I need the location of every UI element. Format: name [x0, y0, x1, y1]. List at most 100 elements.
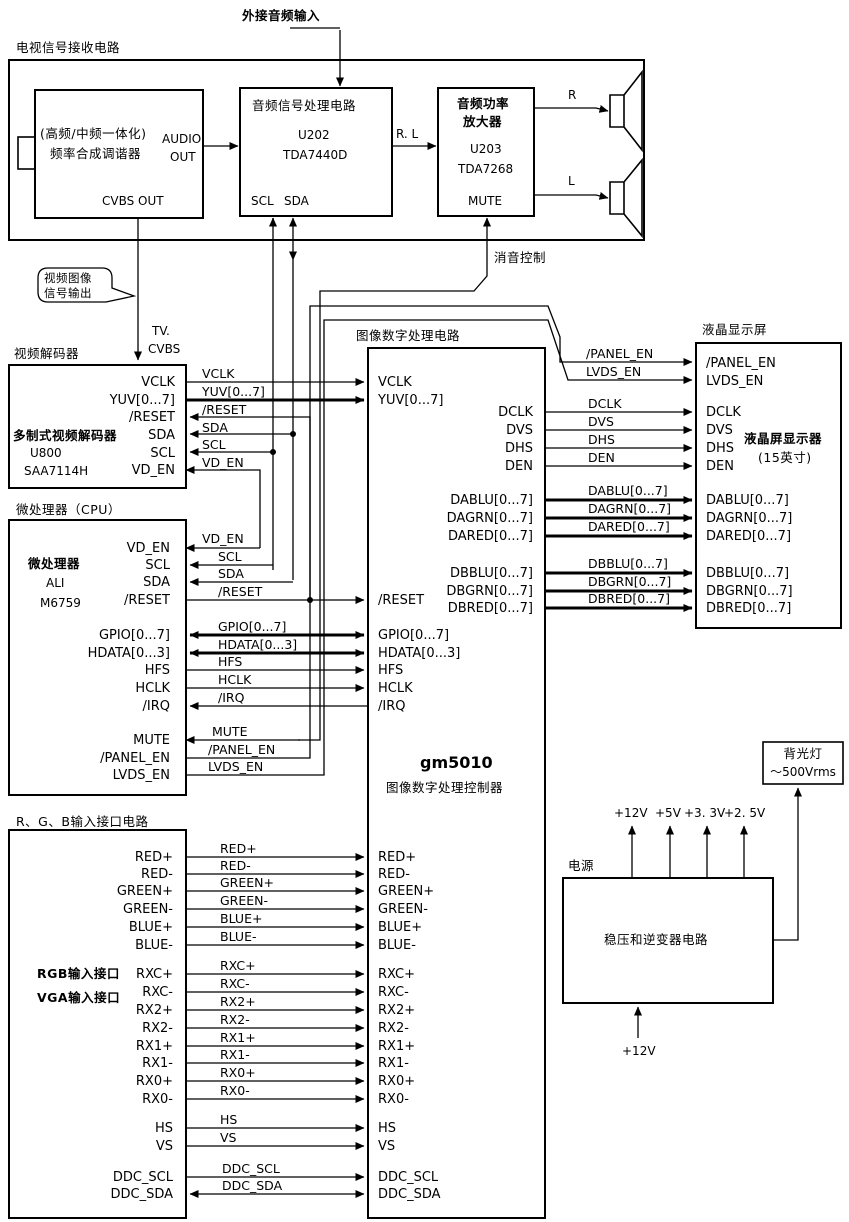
proc-pin-dclk: DCLK: [498, 405, 533, 420]
cpu-pin-sda: SDA: [143, 575, 170, 590]
cpu-pin-vd-en: VD_EN: [126, 541, 170, 556]
proc-pin-yuv: YUV[0...7]: [378, 393, 444, 408]
proc-pin-blue-plus: BLUE+: [378, 920, 423, 935]
wire-label-rx2-plus: RX2+: [220, 994, 256, 1009]
power-in-12v: +12V: [622, 1044, 656, 1058]
rgb-pin-rx2-minus: RX2-: [142, 1021, 173, 1036]
proc-pin-hs: HS: [378, 1121, 397, 1136]
amp-mute: MUTE: [468, 194, 503, 208]
wire-label-rxc-plus: RXC+: [220, 958, 256, 973]
amp-box: [437, 87, 535, 217]
proc-pin-vs: VS: [378, 1139, 396, 1154]
wire-label-hs: HS: [220, 1112, 238, 1127]
cpu-section-title: 微处理器（CPU）: [16, 502, 121, 517]
cpu-box: [8, 519, 187, 796]
wire-label-cpu-reset: /RESET: [218, 584, 263, 599]
proc-pin-red-minus: RED-: [378, 867, 410, 882]
tuner-cvbs-out: CVBS OUT: [102, 194, 164, 208]
wire-label-dared: DARED[0...7]: [588, 519, 670, 534]
proc-pin-vclk: VCLK: [378, 375, 412, 390]
lcd-pin-dclk: DCLK: [706, 405, 741, 420]
wire-label-cpu-hclk: HCLK: [218, 672, 252, 687]
power-out-2v5: +2. 5V: [724, 806, 766, 820]
cpu-pin-mute: MUTE: [133, 733, 170, 748]
lcd-name: 液晶屏显示器: [744, 431, 823, 446]
wire-label-rx2-minus: RX2-: [220, 1012, 250, 1027]
proc-pin-rx2-plus: RX2+: [378, 1003, 416, 1018]
rgb-pin-vs: VS: [155, 1139, 173, 1154]
lcd-pin-dbred: DBRED[0...7]: [706, 601, 792, 616]
power-name: 稳压和逆变器电路: [604, 932, 709, 947]
audio-proc-ref: U202: [298, 128, 330, 142]
wire-label-dbgrn: DBGRN[0...7]: [588, 574, 672, 589]
wire-label-dagrn: DAGRN[0...7]: [588, 501, 672, 516]
decoder-part: SAA7114H: [24, 464, 89, 478]
wire-label-yuv: YUV[0...7]: [202, 384, 265, 399]
tv-cvbs-line2: CVBS: [148, 342, 181, 356]
power-section-title: 电源: [568, 858, 595, 873]
proc-pin-dbgrn: DBGRN[0...7]: [446, 584, 533, 599]
wire-label-ddc-scl: DDC_SCL: [222, 1161, 280, 1176]
wire-label-cpu-hdata: HDATA[0...3]: [218, 637, 298, 652]
power-out-3v3: +3. 3V: [684, 806, 726, 820]
lcd-pin-dbblu: DBBLU[0...7]: [706, 566, 790, 581]
rgb-pin-blue-minus: BLUE-: [135, 938, 173, 953]
wire-label-blue-plus: BLUE+: [220, 911, 263, 926]
lcd-section-title: 液晶显示屏: [702, 322, 768, 337]
cpu-part: M6759: [40, 596, 81, 610]
lcd-pin-panel-en: /PANEL_EN: [706, 356, 776, 371]
tuner-connector: [17, 136, 36, 170]
lcd-pin-dvs: DVS: [706, 423, 733, 438]
wire-label-sda: SDA: [202, 420, 228, 435]
rgb-pin-green-minus: GREEN-: [123, 902, 173, 917]
proc-pin-green-plus: GREEN+: [378, 884, 435, 899]
wire-label-rx0-minus: RX0-: [220, 1083, 250, 1098]
proc-pin-green-minus: GREEN-: [378, 902, 428, 917]
rgb-pin-rx1-plus: RX1+: [135, 1039, 173, 1054]
proc-pin-dvs: DVS: [506, 423, 533, 438]
cpu-brand: ALI: [46, 576, 65, 590]
proc-pin-irq: /IRQ: [378, 699, 406, 714]
wire-label-cpu-irq: /IRQ: [218, 690, 245, 705]
rgb-pin-red-plus: RED+: [134, 850, 173, 865]
decoder-pin-scl: SCL: [150, 446, 175, 461]
wire-label-rxc-minus: RXC-: [220, 976, 250, 991]
proc-pin-red-plus: RED+: [378, 850, 417, 865]
lcd-size: (15英寸): [758, 450, 812, 465]
wire-label-cpu-vd-en: VD_EN: [202, 531, 244, 546]
video-out-callout: [37, 267, 137, 303]
speaker-left: [609, 157, 643, 239]
cpu-pin-hfs: HFS: [144, 663, 170, 678]
rgb-pin-hs: HS: [154, 1121, 173, 1136]
lcd-pin-dbgrn: DBGRN[0...7]: [706, 584, 793, 599]
cpu-pin-panel-en: /PANEL_EN: [100, 751, 170, 766]
wire-label-cpu-sda: SDA: [218, 566, 244, 581]
processor-box: [367, 347, 546, 1219]
wire-label-dbblu: DBBLU[0...7]: [588, 556, 668, 571]
proc-pin-rx0-minus: RX0-: [378, 1092, 409, 1107]
decoder-section-title: 视频解码器: [14, 346, 80, 361]
proc-pin-rxc-plus: RXC+: [378, 967, 415, 982]
audio-proc-title: 音频信号处理电路: [252, 98, 357, 113]
amp-title1: 音频功率: [457, 96, 510, 111]
ext-audio-input-label: 外接音频输入: [242, 8, 321, 23]
proc-pin-rxc-minus: RXC-: [378, 985, 409, 1000]
wire-label-rx0-plus: RX0+: [220, 1065, 256, 1080]
proc-pin-rx1-plus: RX1+: [378, 1039, 416, 1054]
proc-pin-blue-minus: BLUE-: [378, 938, 416, 953]
lcd-pin-dablu: DABLU[0...7]: [706, 493, 789, 508]
rgb-section-title: R、G、B输入接口电路: [16, 814, 149, 829]
wire-label-rx1-plus: RX1+: [220, 1030, 256, 1045]
amp-part: TDA7268: [458, 162, 514, 176]
proc-pin-dared: DARED[0...7]: [447, 529, 533, 544]
video-out-callout-line2: 信号输出: [44, 286, 92, 300]
rgb-pin-ddc-sda: DDC_SDA: [110, 1187, 173, 1202]
proc-pin-rx2-minus: RX2-: [378, 1021, 409, 1036]
tuner-line2: 频率合成调谐器: [50, 146, 142, 161]
wire-label-vd-en: VD_EN: [202, 455, 244, 470]
cpu-pin-hclk: HCLK: [135, 681, 170, 696]
rgb-pin-green-plus: GREEN+: [116, 884, 173, 899]
wire-label-vs: VS: [220, 1130, 237, 1145]
proc-pin-dbblu: DBBLU[0...7]: [449, 566, 533, 581]
